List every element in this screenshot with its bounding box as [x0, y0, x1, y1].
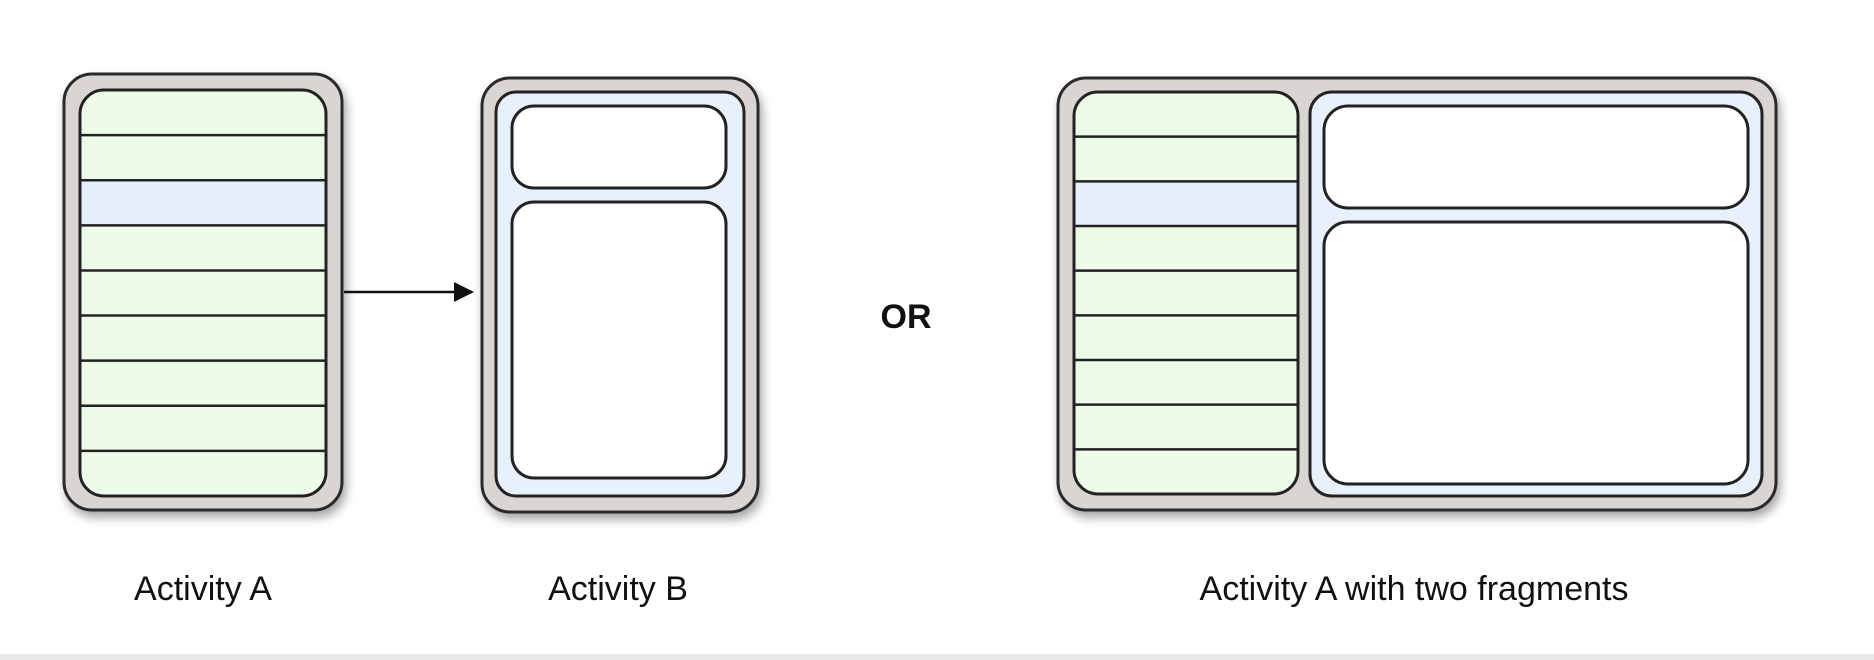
activity-a-list-row	[80, 225, 326, 271]
tablet-list-selected-row	[1074, 181, 1298, 226]
activity-a-list-border	[78, 88, 328, 498]
tablet-list-row	[1074, 315, 1298, 360]
tablet-list-row	[1074, 92, 1298, 137]
activity-a-list-row	[80, 450, 326, 496]
tablet-list-row	[1074, 136, 1298, 182]
activity-a-list-row	[80, 135, 326, 181]
tablet-list-row	[1074, 270, 1298, 316]
activity-b-content-panel	[510, 200, 728, 480]
or-label: OR	[880, 298, 932, 336]
activity-a-two-fragments-caption: Activity A with two fragments	[1199, 570, 1629, 608]
activity-a-list-row	[80, 360, 326, 406]
bottom-divider	[0, 654, 1874, 660]
activity-a-device	[62, 72, 344, 512]
tablet-list-row	[1074, 404, 1298, 450]
activity-b-top-panel	[510, 104, 728, 190]
activity-a-caption: Activity A	[134, 570, 272, 608]
tablet-top-panel	[1322, 104, 1750, 210]
activity-b-device	[480, 76, 760, 514]
activity-a-list-row	[80, 405, 326, 451]
activity-b-caption: Activity B	[548, 570, 688, 608]
tablet-list-row	[1074, 226, 1298, 271]
tablet-list-border	[1072, 90, 1300, 496]
activity-a-list	[80, 90, 326, 496]
activity-a-list-row	[80, 90, 326, 136]
activity-a-list-selected-row	[80, 180, 326, 226]
activity-a-list-row	[80, 315, 326, 361]
tablet-list-fragment	[1074, 92, 1298, 494]
tablet-device	[1056, 76, 1778, 512]
tablet-list-row	[1074, 449, 1298, 494]
tablet-list-row	[1074, 360, 1298, 405]
activity-a-list-row	[80, 270, 326, 316]
tablet-content-panel	[1322, 220, 1750, 486]
